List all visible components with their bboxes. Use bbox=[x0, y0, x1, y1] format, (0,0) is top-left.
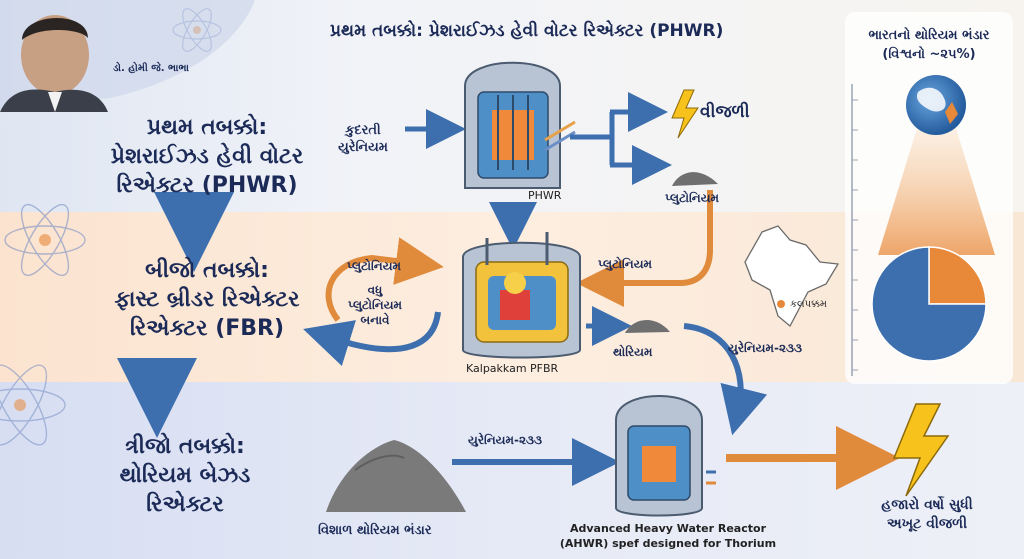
portrait-bhabha bbox=[0, 0, 255, 112]
thorium-reserve-label: વિશાળ થોરિયમ ભંડાર bbox=[318, 523, 432, 538]
plutonium-return-label: પ્લુટોનિયમ bbox=[598, 257, 653, 271]
stage-flow-arrows bbox=[117, 192, 234, 438]
pie-slice-0 bbox=[928, 246, 987, 305]
ahwr-reactor-icon bbox=[615, 395, 716, 517]
natural-uranium-label: કુદરતી યુરેનિયમ bbox=[338, 123, 388, 155]
pfbr-reactor-icon bbox=[462, 232, 581, 359]
thorium-pile-small-icon bbox=[625, 320, 670, 333]
plutonium-output-label: પ્લુટોનિયમ bbox=[665, 191, 720, 205]
uranium233-label-right: યુરેનિયમ-૨૩૩ bbox=[728, 341, 802, 355]
plutonium-loop-label: પ્લુટોનિયમ bbox=[347, 259, 402, 273]
plutonium-pile-icon bbox=[672, 172, 718, 186]
page-title: પ્રથમ તબક્કો: પ્રેશરાઈઝડ હેવી વોટર રિએક્… bbox=[330, 21, 724, 41]
thorium-card-graphics bbox=[851, 75, 995, 376]
pie-slice-1 bbox=[871, 246, 987, 362]
arrow-u233-to-ahwr bbox=[683, 323, 768, 436]
loop-arrow-blue bbox=[303, 311, 441, 366]
kalpakkam-map-label: કલપક્કમ bbox=[790, 299, 827, 310]
arrow-plutonium-to-pfbr bbox=[576, 190, 713, 307]
beam-shape bbox=[878, 125, 995, 255]
lightning-icon-small bbox=[671, 89, 699, 139]
unlimited-power-label: હજારો વર્ષો સુધી અખૂટ વીજળી bbox=[881, 497, 973, 532]
portrait-caption: ડો. હોમી જે. ભાભા bbox=[113, 63, 189, 74]
phwr-label: PHWR bbox=[528, 189, 562, 202]
stage1-title: પ્રથમ તબક્કો: પ્રેશરાઈઝડ હેવી વોટર રિએક્… bbox=[110, 115, 304, 198]
thorium-reserve-pile-icon bbox=[326, 440, 466, 512]
loop-arrow-orange bbox=[325, 237, 444, 322]
pfbr-label: Kalpakkam PFBR bbox=[466, 362, 559, 375]
breeding-loop-label: વધુ પ્લુટોનિયમ બનાવે bbox=[347, 283, 402, 327]
kalpakkam-marker-icon bbox=[777, 300, 785, 308]
atom-icon-bottom bbox=[0, 364, 66, 446]
india-map-icon bbox=[744, 225, 840, 328]
atom-icon-left bbox=[4, 203, 86, 277]
phwr-output-arrows bbox=[570, 92, 672, 185]
ahwr-label: Advanced Heavy Water Reactor (AHWR) spef… bbox=[559, 522, 777, 550]
stage2-title: બીજો તબક્કો: ફાસ્ટ બ્રીડર રિએક્ટર રિએક્ટ… bbox=[114, 258, 300, 341]
electricity-label: વીજળી bbox=[700, 102, 750, 122]
thorium-label: થોરિયમ bbox=[613, 345, 653, 359]
thorium-pie-chart bbox=[871, 246, 987, 362]
phwr-reactor-icon bbox=[464, 61, 576, 189]
stage3-title: ત્રીજો તબક્કો: થોરિયમ બેઝડ રિએક્ટર bbox=[119, 434, 251, 517]
uranium233-label-bottom: યુરેનિયમ-૨૩૩ bbox=[468, 433, 542, 447]
lightning-icon-large bbox=[892, 403, 950, 497]
thorium-card-title: ભારતનો થોરિયમ ભંડાર (વિશ્વનો ~૨૫%) bbox=[868, 28, 990, 62]
